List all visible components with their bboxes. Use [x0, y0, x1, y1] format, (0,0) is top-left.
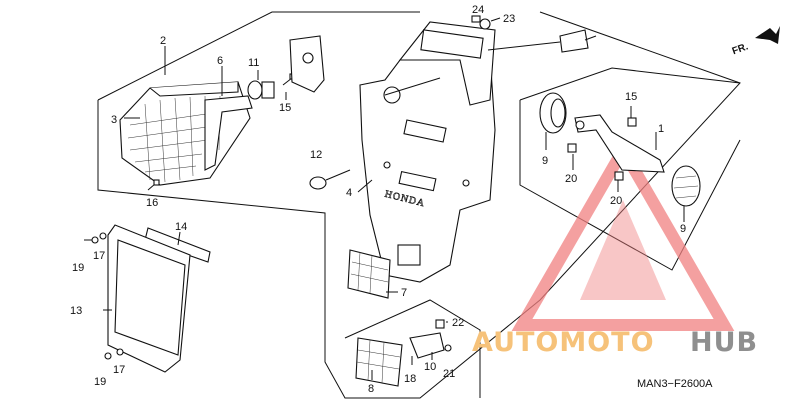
grommet	[309, 169, 351, 190]
callout-15-left: 15	[279, 102, 291, 114]
callout-20-right: 20	[610, 195, 622, 207]
watermark-part2: HUB	[690, 327, 758, 358]
socket-cover	[289, 35, 325, 93]
reflector-group-frame	[344, 299, 481, 398]
callout-4: 4	[346, 187, 352, 199]
callout-17-upper: 17	[93, 250, 105, 262]
watermark-text: AUTOMOTO HUB	[472, 327, 758, 358]
rear-reflector	[355, 319, 452, 387]
callout-6: 6	[217, 55, 223, 67]
leader-lines	[103, 17, 685, 380]
callout-24: 24	[472, 4, 484, 16]
tail-light-group-frame	[97, 11, 741, 399]
bulb	[247, 80, 275, 100]
callout-10: 10	[424, 361, 436, 373]
turn-signal-left	[539, 92, 567, 134]
front-direction-arrow: FR.	[731, 26, 780, 57]
callout-15-right: 15	[625, 91, 637, 103]
callout-7: 7	[401, 287, 407, 299]
callout-17-lower: 17	[113, 364, 125, 376]
turn-signal-group-frame	[519, 67, 741, 271]
screw-16	[147, 179, 160, 191]
license-bracket	[144, 227, 211, 263]
callout-22: 22	[452, 317, 464, 329]
callout-16: 16	[146, 197, 158, 209]
mud-flap	[84, 224, 191, 373]
rear-fender: HONDA	[359, 21, 597, 283]
callout-9-left: 9	[542, 155, 548, 167]
callout-9-right: 9	[680, 223, 686, 235]
tail-light-housing	[119, 81, 253, 186]
callout-18: 18	[404, 373, 416, 385]
signal-stay	[567, 114, 665, 181]
callout-labels: 1 2 3 4 6 7 8 9 9 10 11 12 13 14 15 15 1…	[70, 4, 686, 395]
turn-signal-right	[671, 165, 701, 207]
callout-11: 11	[248, 57, 259, 69]
callout-19-lower: 19	[94, 376, 106, 388]
side-reflector	[347, 249, 391, 299]
callout-14: 14	[175, 221, 187, 233]
callout-1: 1	[658, 123, 664, 135]
watermark-part1: AUTOMOTO	[472, 327, 655, 358]
callout-21: 21	[443, 368, 455, 380]
callout-8: 8	[368, 383, 374, 395]
callout-20-left: 20	[565, 173, 577, 185]
callout-2: 2	[160, 35, 166, 47]
nut-pair	[471, 15, 491, 30]
callout-13: 13	[70, 305, 82, 317]
callout-3: 3	[111, 114, 117, 126]
direction-label: FR.	[731, 41, 750, 57]
diagram-code: MAN3−F2600A	[637, 378, 713, 390]
callout-23: 23	[503, 13, 515, 25]
callout-19-upper: 19	[72, 262, 84, 274]
callout-12: 12	[310, 149, 322, 161]
watermark-triangle	[511, 137, 735, 331]
